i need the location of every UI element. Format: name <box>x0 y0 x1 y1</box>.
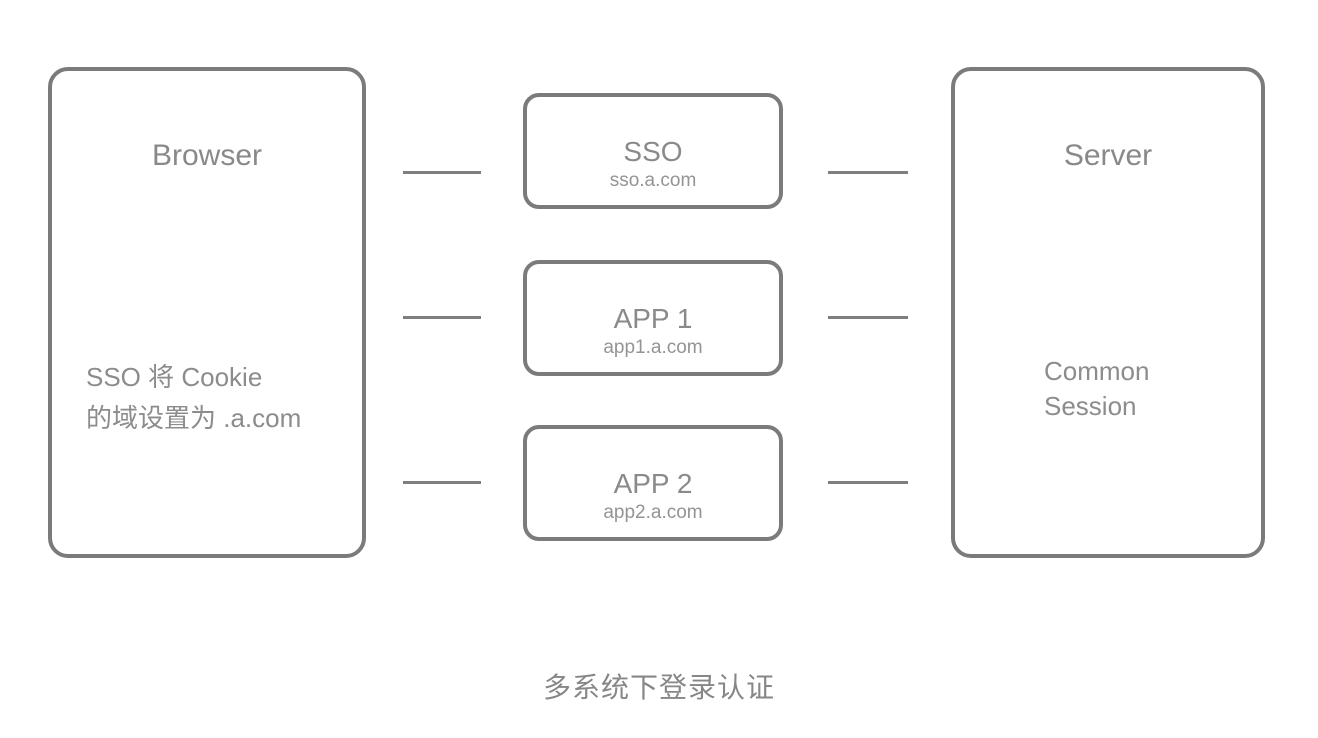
server-note-line2: Session <box>1044 391 1137 421</box>
app1-node-title: APP 1 <box>613 303 693 334</box>
browser-title: Browser <box>151 139 263 172</box>
app1-node: APP 1 app1.a.com <box>523 260 783 376</box>
browser-note-line2: 的域设置为 .a.com <box>86 403 302 433</box>
sso-node-title: SSO <box>623 136 683 167</box>
app2-node: APP 2 app2.a.com <box>523 425 783 541</box>
app2-node-domain: app2.a.com <box>603 502 703 523</box>
connector-sso-server <box>828 171 908 174</box>
server-note: Common Session <box>1044 354 1149 424</box>
app2-node-title: APP 2 <box>613 468 693 499</box>
connector-app2-server <box>828 481 908 484</box>
sso-node-domain: sso.a.com <box>609 170 697 191</box>
server-box: Server Common Session <box>951 67 1265 558</box>
sso-node: SSO sso.a.com <box>523 93 783 209</box>
browser-box: Browser SSO 将 Cookie 的域设置为 .a.com <box>48 67 366 558</box>
server-title: Server <box>1063 139 1153 172</box>
connector-browser-app1 <box>403 316 481 319</box>
browser-note: SSO 将 Cookie 的域设置为 .a.com <box>86 357 301 439</box>
diagram-caption: 多系统下登录认证 <box>542 672 775 703</box>
server-note-line1: Common <box>1044 356 1150 386</box>
connector-browser-app2 <box>403 481 481 484</box>
app1-node-domain: app1.a.com <box>603 337 703 358</box>
connector-browser-sso <box>403 171 481 174</box>
connector-app1-server <box>828 316 908 319</box>
browser-note-line1: SSO 将 Cookie <box>86 362 263 392</box>
